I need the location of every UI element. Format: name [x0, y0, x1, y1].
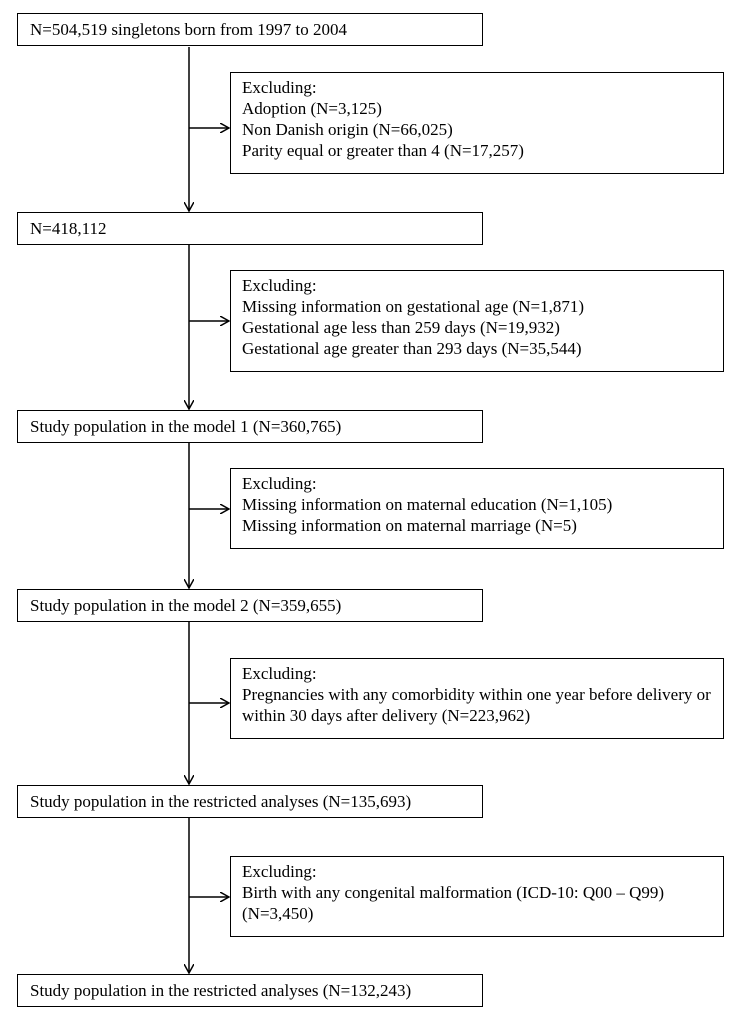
exclusion-item: Missing information on maternal educatio… [242, 495, 613, 514]
step-box-1: N=504,519 singletons born from 1997 to 2… [17, 13, 483, 46]
step-box-6: Study population in the restricted analy… [17, 974, 483, 1007]
exclusion-heading: Excluding: [242, 664, 317, 683]
exclusion-box-1: Excluding: Adoption (N=3,125) Non Danish… [230, 72, 724, 174]
step-box-2: N=418,112 [17, 212, 483, 245]
step-label: Study population in the model 2 (N=359,6… [30, 596, 342, 615]
exclusion-box-3: Excluding: Missing information on matern… [230, 468, 724, 549]
step-label: N=504,519 singletons born from 1997 to 2… [30, 20, 347, 39]
step-label: N=418,112 [30, 219, 107, 238]
exclusion-item: Missing information on gestational age (… [242, 297, 584, 316]
exclusion-item: Non Danish origin (N=66,025) [242, 120, 453, 139]
exclusion-item: Birth with any congenital malformation (… [242, 883, 665, 923]
exclusion-item: Missing information on maternal marriage… [242, 516, 577, 535]
exclusion-heading: Excluding: [242, 78, 317, 97]
exclusion-box-5: Excluding: Birth with any congenital mal… [230, 856, 724, 937]
exclusion-box-2: Excluding: Missing information on gestat… [230, 270, 724, 372]
exclusion-item: Gestational age less than 259 days (N=19… [242, 318, 560, 337]
step-label: Study population in the restricted analy… [30, 792, 412, 811]
step-box-4: Study population in the model 2 (N=359,6… [17, 589, 483, 622]
step-label: Study population in the model 1 (N=360,7… [30, 417, 342, 436]
exclusion-heading: Excluding: [242, 862, 317, 881]
step-label: Study population in the restricted analy… [30, 981, 412, 1000]
step-box-5: Study population in the restricted analy… [17, 785, 483, 818]
exclusion-item: Parity equal or greater than 4 (N=17,257… [242, 141, 524, 160]
exclusion-item: Adoption (N=3,125) [242, 99, 382, 118]
exclusion-heading: Excluding: [242, 474, 317, 493]
exclusion-heading: Excluding: [242, 276, 317, 295]
exclusion-item: Gestational age greater than 293 days (N… [242, 339, 582, 358]
exclusion-item: Pregnancies with any comorbidity within … [242, 685, 711, 725]
step-box-3: Study population in the model 1 (N=360,7… [17, 410, 483, 443]
exclusion-box-4: Excluding: Pregnancies with any comorbid… [230, 658, 724, 739]
